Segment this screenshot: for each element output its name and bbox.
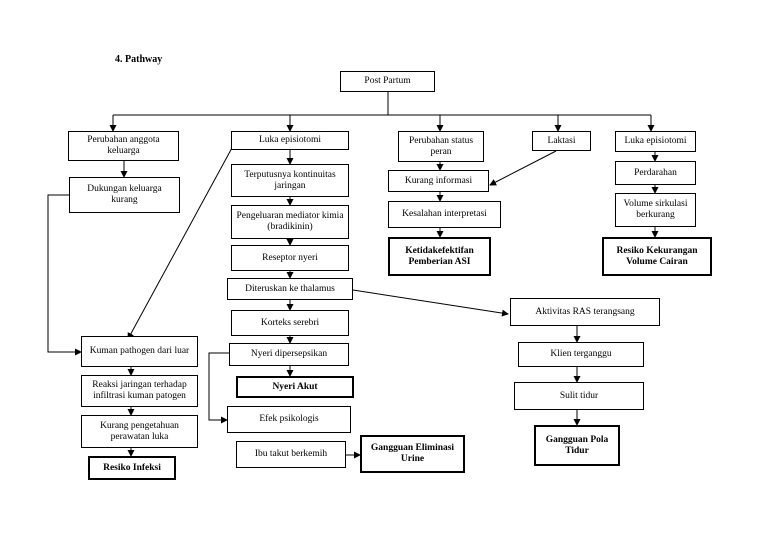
node-kuman-pathogen: Kuman pathogen dari luar (81, 336, 198, 367)
node-kurang-informasi: Kurang informasi (388, 170, 489, 192)
diagnosis-resiko-infeksi: Resiko Infeksi (88, 456, 176, 480)
node-perubahan-anggota-keluarga: Perubahan anggota keluarga (68, 131, 179, 161)
node-perdarahan: Perdarahan (615, 161, 696, 185)
node-korteks-serebri: Korteks serebri (231, 310, 349, 336)
node-post-partum: Post Partum (340, 71, 435, 92)
node-laktasi: Laktasi (532, 131, 591, 151)
node-luka-episiotomi-1: Luka episiotomi (231, 131, 349, 150)
node-perubahan-status-peran: Perubahan status peran (398, 131, 484, 162)
node-reaksi-jaringan: Reaksi jaringan terhadap infiltrasi kuma… (81, 375, 198, 407)
diagnosis-nyeri-akut: Nyeri Akut (236, 376, 354, 398)
node-nyeri-dipersepsikan: Nyeri dipersepsikan (229, 343, 349, 366)
node-efek-psikologis: Efek psikologis (227, 406, 351, 433)
node-kurang-pengetahuan: Kurang pengetahuan perawatan luka (81, 415, 198, 448)
page-heading: 4. Pathway (115, 54, 163, 65)
node-reseptor-nyeri: Reseptor nyeri (231, 245, 349, 271)
diagnosis-gangguan-eliminasi-urine: Gangguan Eliminasi Urine (360, 435, 465, 473)
node-diteruskan-thalamus: Diteruskan ke thalamus (227, 278, 353, 300)
diagnosis-ketidakefektifan-asi: Ketidakefektifan Pemberian ASI (388, 237, 491, 276)
diagnosis-gangguan-pola-tidur: Gangguan Pola Tidur (534, 425, 620, 466)
node-dukungan-keluarga: Dukungan keluarga kurang (69, 177, 180, 213)
node-terputusnya-kontinuitas: Terputusnya kontinuitas jaringan (231, 164, 349, 197)
node-sulit-tidur: Sulit tidur (514, 382, 644, 410)
node-klien-terganggu: Klien terganggu (518, 342, 644, 367)
node-volume-sirkulasi: Volume sirkulasi berkurang (615, 193, 696, 227)
node-ibu-takut-berkemih: Ibu takut berkemih (236, 441, 346, 468)
node-luka-episiotomi-2: Luka episiotomi (615, 131, 696, 152)
node-kesalahan-interpretasi: Kesalahan interpretasi (388, 201, 501, 228)
diagnosis-resiko-kekurangan-volume-cairan: Resiko Kekurangan Volume Cairan (602, 237, 712, 276)
node-pengeluaran-mediator: Pengeluaran mediator kimia (bradikinin) (231, 205, 349, 239)
node-aktivitas-ras: Aktivitas RAS terangsang (510, 298, 660, 326)
